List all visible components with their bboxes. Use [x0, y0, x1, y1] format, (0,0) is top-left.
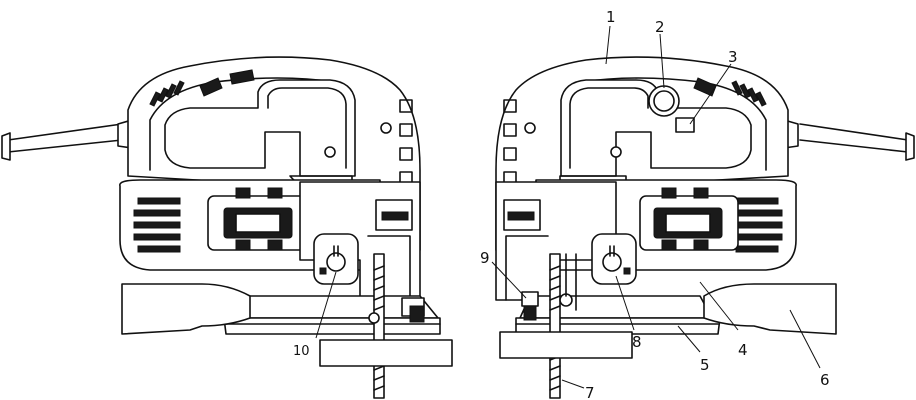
- label-5: 5: [700, 356, 710, 374]
- leader-lines: [315, 25, 821, 389]
- pendulum-switch-left: [313, 233, 359, 285]
- callout-labels: 1 2 3 4 5 6 7 8 9 10: [293, 8, 830, 400]
- dust-adapter-left: [121, 283, 251, 335]
- bevel-screw-right: [521, 291, 539, 321]
- power-cord-right: [783, 119, 915, 161]
- label-8: 8: [632, 333, 642, 351]
- label-6: 6: [820, 371, 830, 389]
- jigsaw-left-view: [1, 56, 453, 399]
- power-cord-left: [1, 119, 133, 161]
- label-2: 2: [655, 18, 665, 36]
- pendulum-selector-right: [591, 233, 637, 285]
- label-9: 9: [480, 249, 490, 267]
- workpiece-left: [319, 339, 453, 367]
- label-7: 7: [585, 384, 595, 400]
- label-1: 1: [606, 8, 616, 26]
- label-3: 3: [728, 48, 738, 66]
- workpiece-right: [499, 331, 633, 359]
- base-plate-right: [515, 295, 721, 335]
- label-10: 10: [293, 344, 310, 359]
- dust-adapter-right: [703, 283, 837, 335]
- label-4: 4: [738, 341, 748, 359]
- jigsaw-right-view: [495, 56, 915, 399]
